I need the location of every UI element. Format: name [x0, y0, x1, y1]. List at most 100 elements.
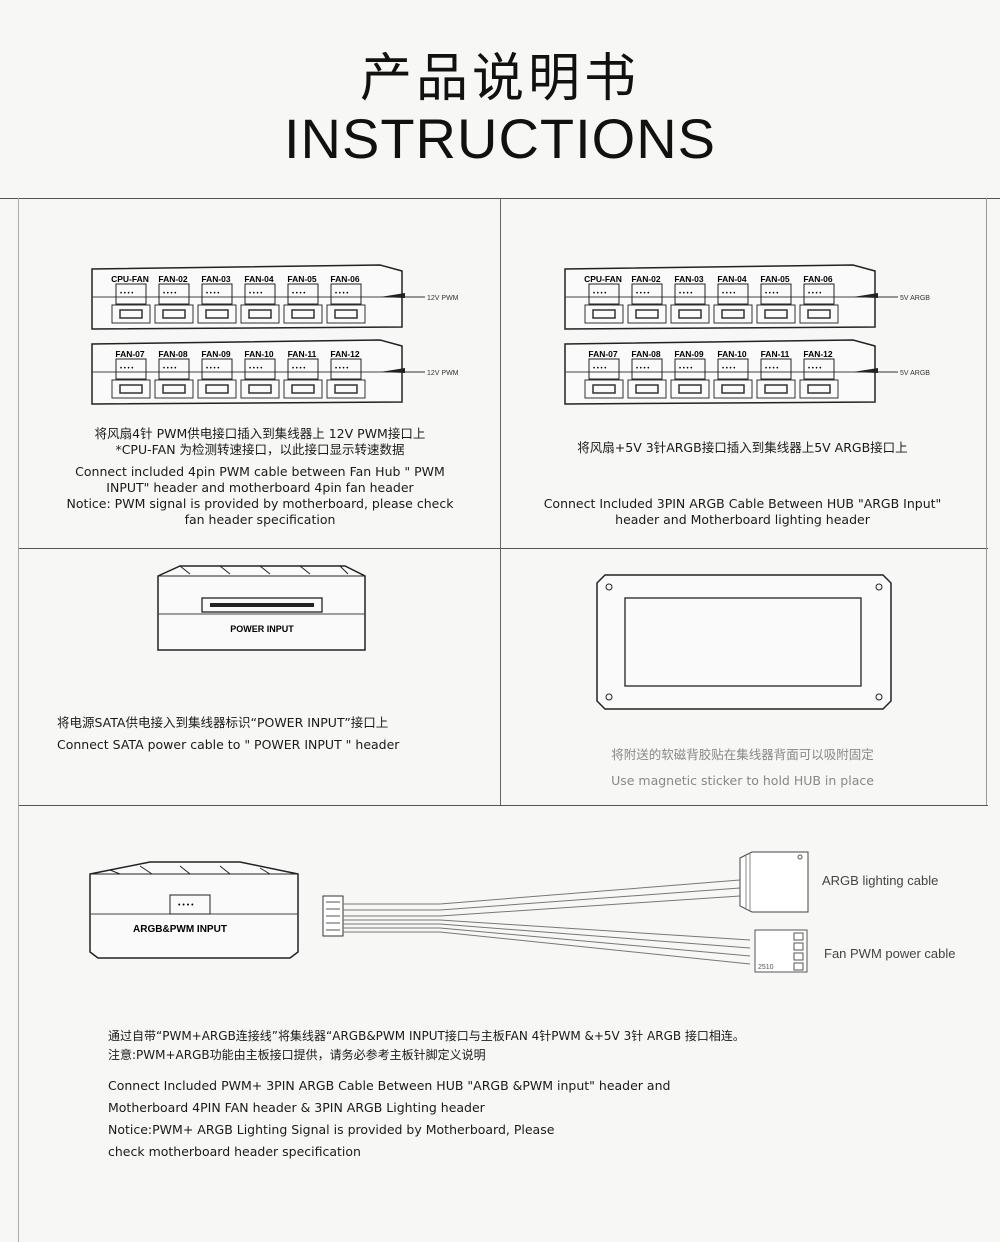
fan-port-latch — [584, 304, 624, 324]
fan-port-label: FAN-04 — [244, 274, 274, 284]
fan-port-label: FAN-10 — [717, 349, 747, 359]
fan-port-label: FAN-02 — [158, 274, 188, 284]
cn-line: 将电源SATA供电接入到集线器标识“POWER INPUT”接口上 — [57, 715, 389, 730]
panel-cable-cn-text: 通过自带“PWM+ARGB连接线”将集线器“ARGB&PWM INPUT接口与主… — [108, 1027, 745, 1065]
cn-line: 将风扇+5V 3针ARGB接口插入到集线器上5V ARGB接口上 — [577, 440, 908, 455]
svg-text:• • • •: • • • • — [765, 291, 778, 297]
fan-port-latch — [799, 304, 839, 324]
fan-port-label: FAN-07 — [588, 349, 618, 359]
fan-port — [760, 358, 792, 380]
en-line: header and Motherboard lighting header — [615, 512, 870, 527]
fan-cable-label: Fan PWM power cable — [824, 946, 956, 961]
svg-text:• • • •: • • • • — [292, 291, 305, 297]
divider — [18, 198, 19, 1242]
en-line: Connect included 4pin PWM cable between … — [75, 464, 445, 479]
fan-port — [115, 358, 147, 380]
power-input-label: POWER INPUT — [230, 624, 294, 634]
panel-argb-text: 将风扇+5V 3针ARGB接口插入到集线器上5V ARGB接口上 Connect… — [505, 440, 980, 528]
fan-port-latch — [756, 379, 796, 399]
argb-hub-diagram: CPU-FAN• • • •FAN-02• • • •FAN-03• • • •… — [564, 264, 930, 405]
fan-port-latch — [111, 379, 151, 399]
fan-port-label: FAN-10 — [244, 349, 274, 359]
fan-port-label: FAN-11 — [288, 349, 317, 359]
svg-text:• • • •: • • • • — [249, 366, 262, 372]
fan-port — [803, 283, 835, 305]
fan-port — [158, 283, 190, 305]
fan-port-latch — [799, 379, 839, 399]
fan-port-latch — [197, 379, 237, 399]
fan-port — [631, 283, 663, 305]
cable-diagram: • • • • ARGB&PWM INPUT 2510 ARGB lightin… — [89, 851, 956, 973]
fan-port-label: FAN-05 — [760, 274, 790, 284]
fan-port — [588, 283, 620, 305]
en-line: Notice: PWM signal is provided by mother… — [66, 496, 454, 511]
fan-port-label: FAN-05 — [287, 274, 317, 284]
fan-port — [674, 283, 706, 305]
en-line: INPUT" header and motherboard 4pin fan h… — [106, 480, 414, 495]
en-line: Use magnetic sticker to hold HUB in plac… — [611, 773, 874, 788]
fan-port-label: FAN-11 — [761, 349, 790, 359]
cn-line: 将风扇4针 PWM供电接口插入到集线器上 12V PWM接口上 — [94, 426, 426, 441]
input-label: 5V ARGB — [900, 295, 930, 302]
svg-text:• • • •: • • • • — [679, 291, 692, 297]
fan-port-latch — [283, 304, 323, 324]
fan-port — [201, 283, 233, 305]
fan-port — [115, 283, 147, 305]
fan-port — [330, 283, 362, 305]
fan-port-label: FAN-12 — [330, 349, 360, 359]
svg-text:• • • •: • • • • — [335, 366, 348, 372]
svg-text:• • • •: • • • • — [593, 366, 606, 372]
fan-port — [674, 358, 706, 380]
fan-port-label: FAN-08 — [158, 349, 188, 359]
fan-port-latch — [154, 304, 194, 324]
en-line: Connect SATA power cable to " POWER INPU… — [57, 737, 400, 752]
svg-text:• • • •: • • • • — [722, 366, 735, 372]
svg-text:• • • •: • • • • — [292, 366, 305, 372]
fan-port — [287, 358, 319, 380]
fan-port — [717, 358, 749, 380]
fan-port-latch — [240, 379, 280, 399]
svg-text:• • • •: • • • • — [808, 366, 821, 372]
fan-port-latch — [326, 379, 366, 399]
en-line: Connect Included 3PIN ARGB Cable Between… — [543, 496, 942, 511]
input-label: 12V PWM — [427, 295, 459, 302]
fan-port-latch — [584, 379, 624, 399]
fan-port — [631, 358, 663, 380]
fan-port-latch — [756, 304, 796, 324]
svg-text:• • • •: • • • • — [163, 366, 176, 372]
svg-text:• • • •: • • • • — [679, 366, 692, 372]
divider — [18, 805, 988, 806]
en-line: Connect Included PWM+ 3PIN ARGB Cable Be… — [108, 1078, 671, 1093]
fan-port-latch — [240, 304, 280, 324]
fan-port-label: FAN-06 — [330, 274, 360, 284]
argb-pwm-input-label: ARGB&PWM INPUT — [133, 924, 227, 935]
svg-text:• • • •: • • • • — [765, 366, 778, 372]
fan-port-label: FAN-03 — [201, 274, 231, 284]
fan-port-latch — [713, 304, 753, 324]
divider — [986, 198, 987, 805]
cn-line: 将附送的软磁背胶贴在集线器背面可以吸附固定 — [611, 747, 874, 762]
fan-port-label: FAN-02 — [631, 274, 661, 284]
fan-port — [588, 358, 620, 380]
en-line: Notice:PWM+ ARGB Lighting Signal is prov… — [108, 1122, 555, 1137]
fan-port — [201, 358, 233, 380]
cn-line: 注意:PWM+ARGB功能由主板接口提供，请务必参考主板针脚定义说明 — [108, 1048, 486, 1062]
fan-port-label: FAN-09 — [201, 349, 231, 359]
fan-port-label: FAN-03 — [674, 274, 704, 284]
input-label: 5V ARGB — [900, 370, 930, 377]
fan-port-latch — [154, 379, 194, 399]
svg-text:• • • •: • • • • — [249, 291, 262, 297]
divider — [18, 548, 988, 549]
power-hub-diagram: POWER INPUT — [157, 565, 366, 651]
fan-port-latch — [197, 304, 237, 324]
pwm-hub-diagram: CPU-FAN• • • •FAN-02• • • •FAN-03• • • •… — [91, 264, 459, 405]
fan-port — [760, 283, 792, 305]
fan-port-latch — [326, 304, 366, 324]
panel-power-text: 将电源SATA供电接入到集线器标识“POWER INPUT”接口上 Connec… — [57, 712, 399, 756]
cn-line: 通过自带“PWM+ARGB连接线”将集线器“ARGB&PWM INPUT接口与主… — [108, 1029, 745, 1043]
svg-text:• • • •: • • • • — [808, 291, 821, 297]
fan-port-latch — [627, 379, 667, 399]
fan-port-latch — [627, 304, 667, 324]
fan-port — [244, 283, 276, 305]
fan-port-label: FAN-06 — [803, 274, 833, 284]
